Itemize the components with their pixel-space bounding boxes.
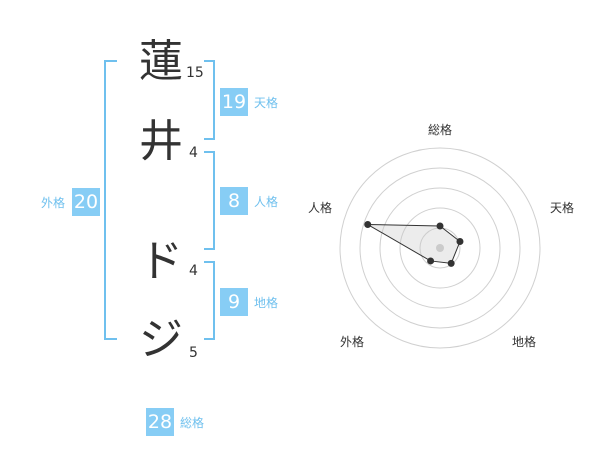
radar-point-2 bbox=[447, 259, 455, 267]
name-char-4: ジ bbox=[139, 314, 183, 365]
chi-bracket bbox=[204, 261, 215, 340]
name-char-1: 蓮 bbox=[139, 36, 183, 87]
radar-point-4 bbox=[364, 221, 372, 229]
radar-center bbox=[436, 244, 444, 252]
radar-label-sou: 総格 bbox=[427, 123, 452, 137]
chi-label: 地格 bbox=[254, 296, 279, 310]
radar-label-jin: 人格 bbox=[307, 201, 332, 215]
gai-label: 外格 bbox=[41, 196, 66, 210]
jin-label: 人格 bbox=[254, 195, 279, 209]
ten-value-box: 19 bbox=[220, 88, 248, 116]
ten-label: 天格 bbox=[254, 96, 279, 110]
jin-value-box: 8 bbox=[220, 187, 248, 215]
radar-point-1 bbox=[456, 238, 464, 246]
jin-bracket bbox=[204, 151, 215, 250]
radar-ring bbox=[339, 147, 541, 349]
name-char-3: ド bbox=[139, 236, 183, 287]
outer-bracket bbox=[104, 60, 117, 340]
name-char-2: 井 bbox=[139, 116, 183, 167]
radar-label-ten: 天格 bbox=[549, 201, 574, 215]
radar-point-3 bbox=[427, 257, 435, 265]
ten-bracket bbox=[204, 60, 215, 140]
sou-label: 総格 bbox=[180, 416, 205, 430]
radar-ring bbox=[359, 167, 521, 329]
stroke-count-1: 15 bbox=[186, 65, 204, 81]
radar-ring bbox=[379, 187, 501, 309]
radar-series-area bbox=[367, 224, 461, 264]
radar-ring bbox=[399, 207, 481, 289]
gai-value-box: 20 bbox=[72, 188, 100, 216]
stroke-count-2: 4 bbox=[189, 145, 198, 161]
radar-label-gai: 外格 bbox=[339, 335, 364, 349]
sou-value-box: 28 bbox=[146, 408, 174, 436]
radar-label-chi: 地格 bbox=[511, 335, 536, 349]
radar-point-0 bbox=[436, 222, 444, 230]
stroke-count-3: 4 bbox=[189, 263, 198, 279]
chi-value-box: 9 bbox=[220, 288, 248, 316]
stroke-count-4: 5 bbox=[189, 345, 198, 361]
